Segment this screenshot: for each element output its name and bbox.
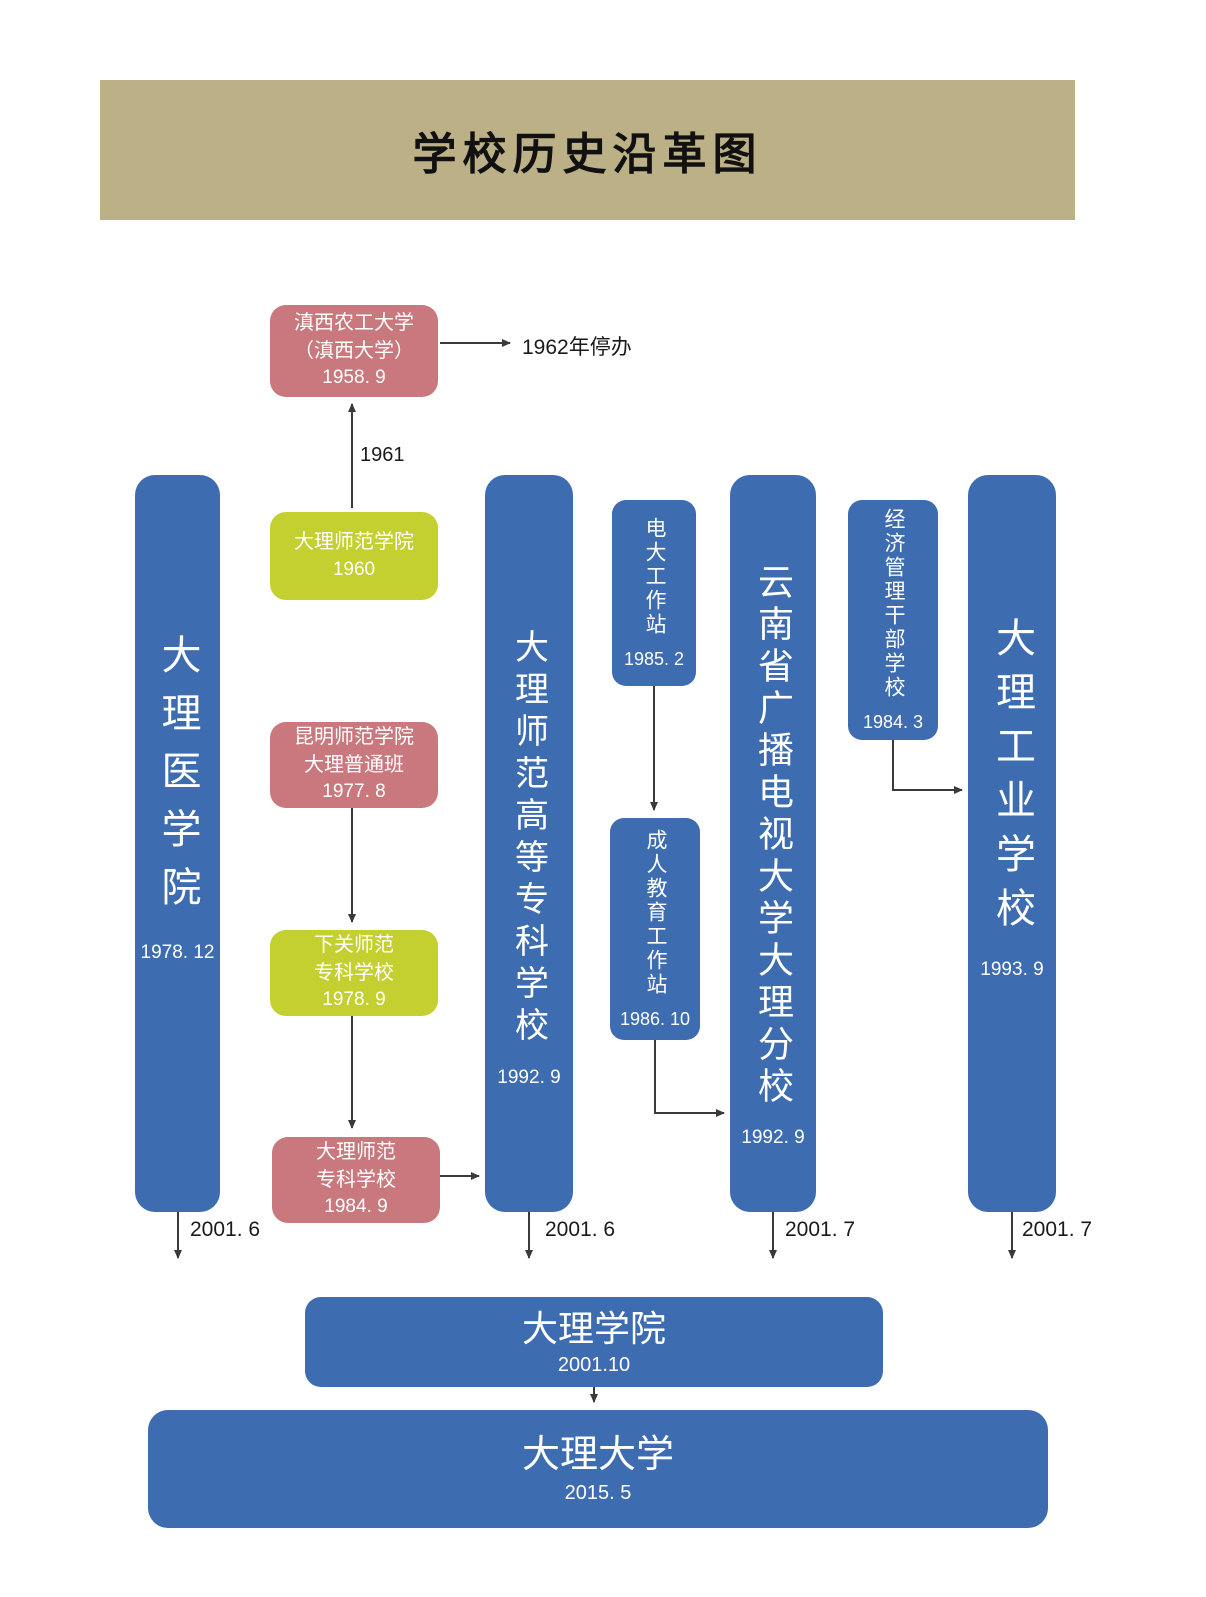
node-xiaguan-normal-school: 下关师范 专科学校 1978. 9 <box>270 930 438 1016</box>
pillar-content: 云南省广播电视大学大理分校 1992. 9 <box>741 563 804 1149</box>
node-name-line: 下关师范 <box>314 934 394 957</box>
pillar-date: 1978. 12 <box>140 941 215 963</box>
label-pillar2-exit-date: 2001. 6 <box>545 1218 616 1241</box>
node-tv-university-workstation: 电大工作站 1985. 2 <box>612 500 696 686</box>
node-name: 大理大学 <box>521 1433 674 1476</box>
pillar-name: 大理师范高等专科学校 <box>509 628 548 1049</box>
node-name-line: 专科学校 <box>314 961 394 984</box>
node-economic-management-cadre-school: 经济管理干部学校 1984. 3 <box>848 500 938 740</box>
pillar-name: 云南省广播电视大学大理分校 <box>753 562 794 1109</box>
node-date: 1977. 8 <box>322 781 386 803</box>
node-date: 1984. 9 <box>324 1196 388 1218</box>
label-merge-1961: 1961 <box>360 444 405 466</box>
node-date: 1978. 9 <box>322 989 386 1011</box>
node-adult-education-workstation: 成人教育工作站 1986. 10 <box>610 818 700 1040</box>
node-date: 2015. 5 <box>564 1482 632 1505</box>
node-date: 1986. 10 <box>619 1008 691 1029</box>
pillar-name: 大理医学院 <box>155 633 200 924</box>
node-dali-normal-junior-college: 大理师范 专科学校 1984. 9 <box>272 1137 440 1223</box>
pillar-date: 1993. 9 <box>980 958 1044 980</box>
pillar-content: 大理师范高等专科学校 1992. 9 <box>497 629 560 1089</box>
pillar-dali-industrial-school: 大理工业学校 1993. 9 <box>968 475 1056 1212</box>
node-name-line: 专科学校 <box>316 1168 396 1191</box>
title-banner: 学校历史沿革图 <box>100 80 1075 220</box>
node-kunming-normal-class: 昆明师范学院 大理普通班 1977. 8 <box>270 722 438 808</box>
node-dali-university: 大理大学 2015. 5 <box>148 1410 1048 1528</box>
node-name-line: 滇西农工大学 <box>294 312 414 335</box>
label-pillar4-exit-date: 2001. 7 <box>1022 1218 1093 1241</box>
pillar-dali-medical-college: 大理医学院 1978. 12 <box>135 475 220 1212</box>
pillar-date: 1992. 9 <box>497 1066 561 1088</box>
label-pillar3-exit-date: 2001. 7 <box>785 1218 856 1241</box>
node-name-line: 大理普通班 <box>304 753 404 776</box>
node-dali-college: 大理学院 2001.10 <box>305 1297 883 1387</box>
node-date: 1984. 3 <box>862 711 924 732</box>
node-name: 大理学院 <box>521 1307 666 1349</box>
node-name-line: 大理师范 <box>316 1141 396 1164</box>
pillar-content: 大理医学院 1978. 12 <box>141 634 215 964</box>
node-date: 2001.10 <box>557 1354 631 1377</box>
node-dianxi-university: 滇西农工大学 （滇西大学） 1958. 9 <box>270 305 438 397</box>
node-name-line: 昆明师范学院 <box>294 726 414 749</box>
pillar-dali-normal-higher-college: 大理师范高等专科学校 1992. 9 <box>485 475 573 1212</box>
node-dali-normal-college-1960: 大理师范学院 1960 <box>270 512 438 600</box>
node-name-line: 大理师范学院 <box>294 531 414 554</box>
label-closed-1962: 1962年停办 <box>522 336 632 359</box>
pillar-yunnan-radio-tv-university-dali: 云南省广播电视大学大理分校 1992. 9 <box>730 475 816 1212</box>
node-name-line: （滇西大学） <box>294 339 414 362</box>
node-date: 1960 <box>332 558 376 580</box>
arrow-jingguan-to-gongye <box>892 740 963 794</box>
pillar-name: 大理工业学校 <box>990 616 1034 941</box>
arrow-chengjiao-to-dianshidaxue <box>654 1040 725 1117</box>
node-name: 经济管理干部学校 <box>882 507 905 700</box>
node-name: 电大工作站 <box>643 516 666 637</box>
pillar-content: 大理工业学校 1993. 9 <box>980 617 1043 981</box>
label-pillar1-exit-date: 2001. 6 <box>190 1218 261 1241</box>
page-title: 学校历史沿革图 <box>412 129 763 180</box>
node-date: 1985. 2 <box>623 648 685 669</box>
node-name: 成人教育工作站 <box>644 828 667 997</box>
pillar-date: 1992. 9 <box>741 1126 805 1148</box>
node-date: 1958. 9 <box>322 367 386 389</box>
